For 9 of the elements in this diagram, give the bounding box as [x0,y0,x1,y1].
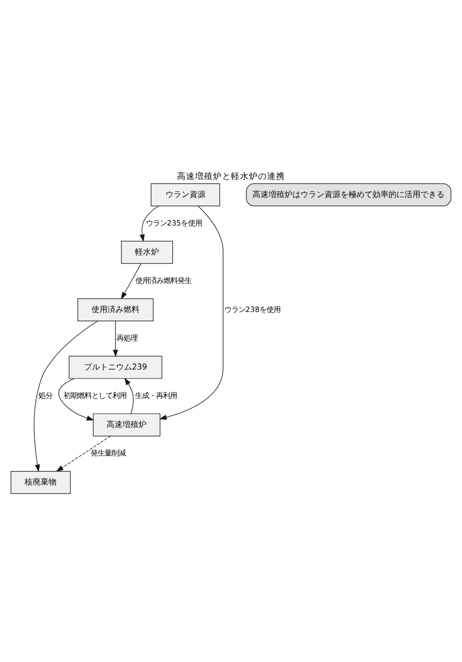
diagram-title: 高速増殖炉と軽水炉の連携 [177,171,285,182]
arrow [58,378,94,420]
arrow [140,205,159,242]
arrow [56,435,111,472]
arrow [159,205,224,420]
arrow [124,377,134,414]
arrow [120,262,142,300]
arrow [112,320,118,357]
arrow [34,320,98,472]
